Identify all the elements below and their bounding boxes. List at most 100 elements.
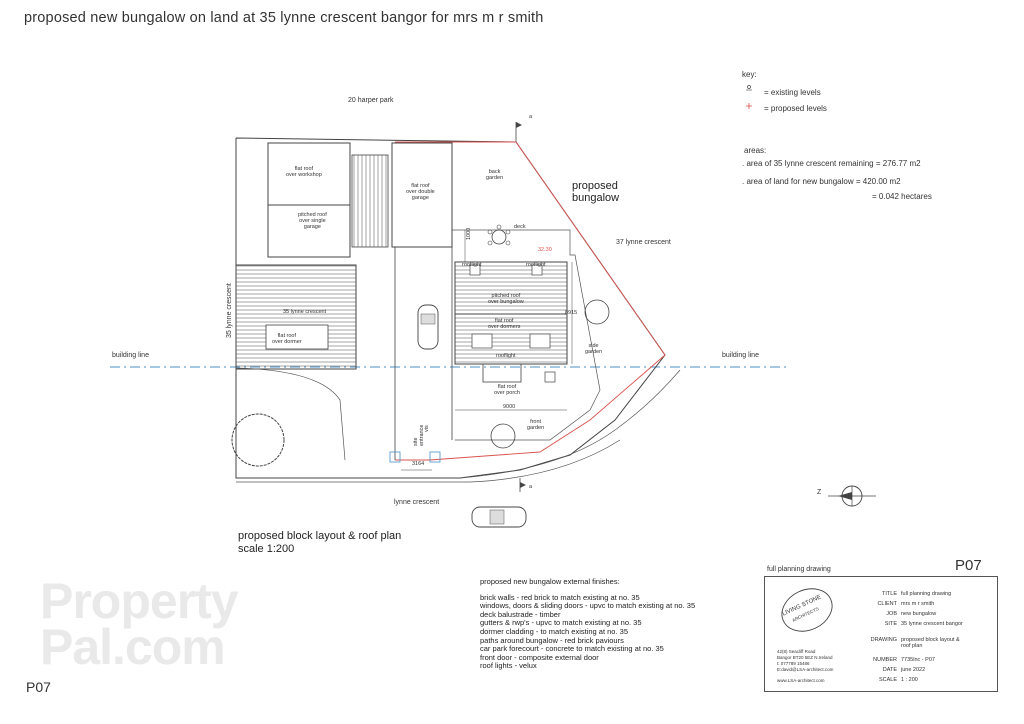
watermark-logo: Property Pal.com xyxy=(40,573,239,675)
field-key: NUMBER xyxy=(873,657,897,663)
field-key: SCALE xyxy=(878,677,897,683)
label-flat-roof-dormers: flat roof over dormers xyxy=(488,318,521,330)
label-flat-roof-double: flat roof over double garage xyxy=(406,183,435,201)
finishes-heading: proposed new bungalow external finishes: xyxy=(480,577,620,586)
vis-tag: vis xyxy=(424,425,430,432)
finishes-item: roof lights - velux xyxy=(480,661,537,671)
title-block-header: full planning drawing xyxy=(767,566,831,573)
field-key: DATE xyxy=(882,667,897,673)
dim-1000: 1000 xyxy=(466,227,472,240)
external-finishes: proposed new bungalow external finishes:… xyxy=(480,577,696,671)
label-flat-roof-porch: flat roof over porch xyxy=(494,384,520,396)
label-building-line-left: building line xyxy=(112,352,149,359)
key-heading: key: xyxy=(742,70,757,79)
level-symbols xyxy=(746,85,752,109)
key-proposed-label: = proposed levels xyxy=(764,104,827,113)
label-building-line-right: building line xyxy=(722,352,759,359)
finishes-item: front door - composite external door xyxy=(480,652,599,662)
dim-8915: 8915 xyxy=(565,310,578,316)
address-line: Bangor BT20 5EZ N.Ireland xyxy=(777,655,833,660)
field-value: mrs m r smith xyxy=(901,601,935,607)
logo-icon xyxy=(781,588,833,632)
field-value: proposed block layout & roof plan xyxy=(901,637,960,649)
plan-title-line-2: scale 1:200 xyxy=(238,543,295,555)
label-harper-park: 20 harper park xyxy=(348,97,394,104)
compass-letter: Z xyxy=(817,489,822,496)
area-remaining: . area of 35 lynne crescent remaining = … xyxy=(742,159,921,168)
flag-letter-2: a xyxy=(529,484,533,490)
areas-heading: areas: xyxy=(744,146,767,155)
finishes-item: paths around bungalow - red brick paviou… xyxy=(480,635,624,645)
finishes-item: brick walls - red brick to match existin… xyxy=(480,592,640,602)
label-37-lynne: 37 lynne crescent xyxy=(616,239,671,246)
label-front-garden: front garden xyxy=(527,419,545,431)
field-value: 1 : 200 xyxy=(901,677,918,683)
field-key: JOB xyxy=(886,611,897,617)
field-value: new bungalow xyxy=(901,611,937,617)
label-35-lynne-side: 35 lynne crescent xyxy=(226,283,233,338)
area-hectares: = 0.042 hectares xyxy=(872,192,932,201)
single-garage-roof xyxy=(267,204,351,258)
area-new: . area of land for new bungalow = 420.00… xyxy=(742,177,901,186)
address-line: t: 077789 15486 xyxy=(777,661,810,666)
website: www.LSA-architect.com xyxy=(777,678,825,683)
watermark-line-1: Property xyxy=(40,573,239,629)
label-rooflight-1: rooflight xyxy=(462,262,482,268)
finishes-item: gutters & rwp's - upvc to match existing… xyxy=(480,618,642,628)
field-key: CLIENT xyxy=(877,601,897,607)
label-flat-roof-dormer: flat roof over dormer xyxy=(272,333,302,345)
label-side-garden: side garden xyxy=(585,343,603,355)
label-lynne-crescent: lynne crescent xyxy=(394,499,440,506)
tree-side xyxy=(584,299,610,325)
plan-title: proposed block layout & roof plan scale … xyxy=(238,530,401,556)
dim-9000: 9000 xyxy=(503,404,516,410)
label-deck: deck xyxy=(514,224,526,230)
porch-roof xyxy=(482,363,522,383)
field-value: 7735lnc - P07 xyxy=(901,657,935,663)
field-key: TITLE xyxy=(882,591,897,597)
label-proposed-bungalow: proposed bungalow xyxy=(572,180,620,204)
key-existing-label: = existing levels xyxy=(764,88,821,97)
finishes-item: windows, doors & sliding doors - upvc to… xyxy=(480,601,696,611)
label-back-garden: back garden xyxy=(486,169,504,181)
sheet-number-left: P07 xyxy=(26,679,51,695)
flag-letter-1: a xyxy=(529,114,533,120)
patio-table xyxy=(544,371,556,383)
label-rooflight-3: rooflight xyxy=(496,353,516,359)
inner-boundary xyxy=(452,229,601,441)
label-pitched-roof-single: pitched roof over single garage xyxy=(298,212,327,230)
existing-level-symbol xyxy=(747,85,751,89)
label-35-lynne-roof: 35 lynne crescent xyxy=(283,309,327,315)
field-key: SITE xyxy=(884,621,897,627)
label-pitched-roof-bungalow: pitched roof over bungalow xyxy=(488,293,524,305)
existing-house-roof xyxy=(235,264,357,370)
address-line: E:david@LSA-architect.com xyxy=(777,667,834,672)
field-value: full planning drawing xyxy=(901,591,952,597)
address-line: 42(8) Seacliff Road xyxy=(777,649,816,654)
sheet-number-right: P07 xyxy=(955,557,982,574)
double-garage-roof xyxy=(391,142,453,248)
field-value: june 2022 xyxy=(901,667,926,673)
finishes-item: dormer cladding - to match existing at n… xyxy=(480,626,628,636)
drawing-title: proposed new bungalow on land at 35 lynn… xyxy=(24,10,544,26)
dormer-1 xyxy=(471,333,493,349)
tree-corner xyxy=(231,413,285,467)
title-block: LIVING STONE ARCHITECTS 42(8) Seacliff R… xyxy=(764,576,998,692)
deck-table xyxy=(491,229,507,245)
field-key: DRAWING xyxy=(870,637,897,643)
plan-title-line-1: proposed block layout & roof plan xyxy=(238,530,402,542)
dormer-roof xyxy=(265,324,329,350)
dim-3164: 3164 xyxy=(412,461,425,467)
tree-front xyxy=(490,423,516,449)
label-flat-roof-workshop: flat roof over workshop xyxy=(286,166,322,178)
rooflight-1 xyxy=(469,264,481,276)
label-rooflight-2: rooflight xyxy=(526,262,546,268)
rooflight-2 xyxy=(531,264,543,276)
roof-strip xyxy=(351,154,389,248)
finishes-item: deck balustrade - timber xyxy=(480,609,561,619)
level-tag: 32.30 xyxy=(538,247,552,253)
field-value: 35 lynne crescent bangor xyxy=(901,621,963,627)
dormer-2 xyxy=(529,333,551,349)
watermark-line-2: Pal.com xyxy=(40,619,226,675)
